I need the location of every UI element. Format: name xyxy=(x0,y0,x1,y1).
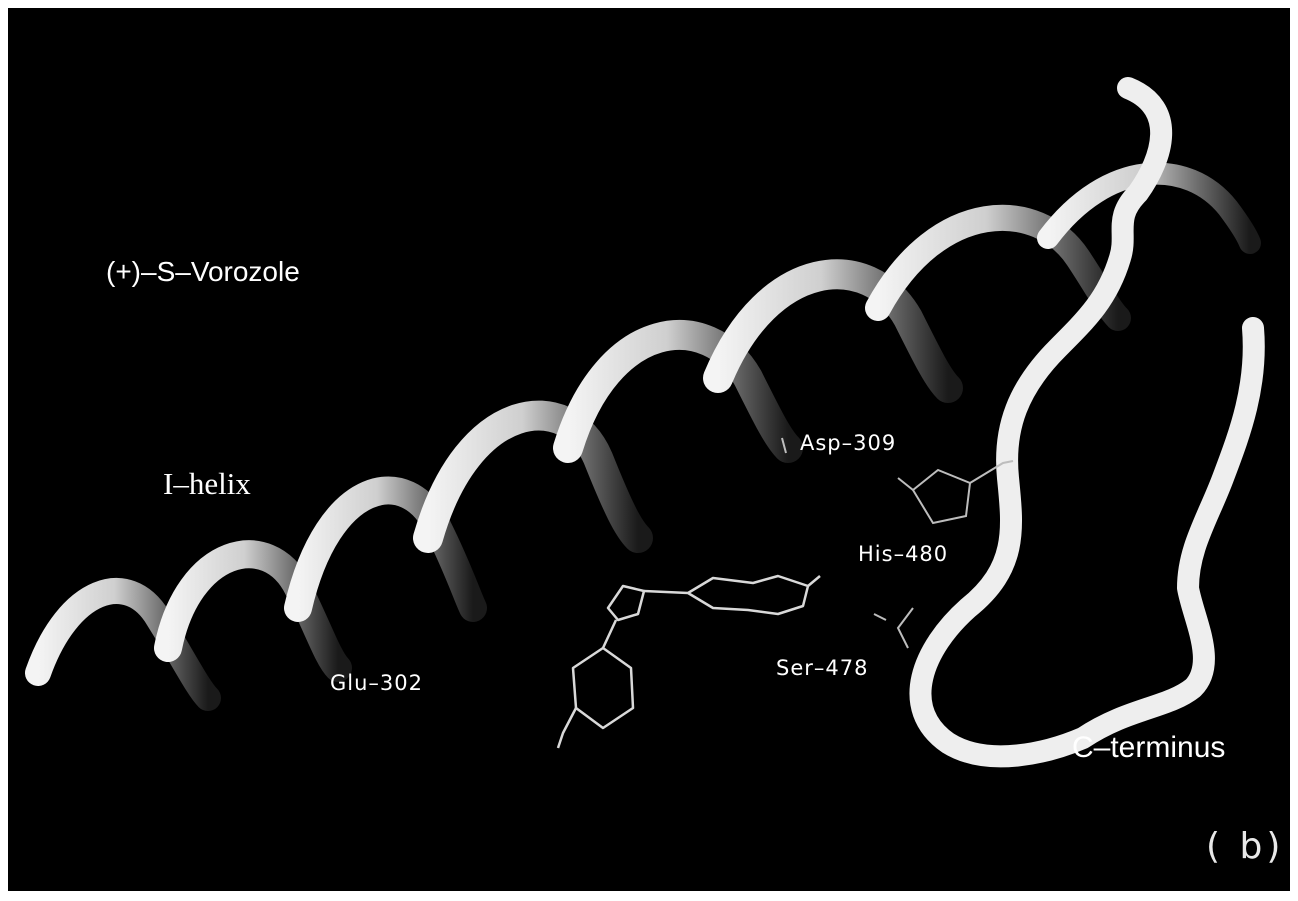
glu-302-label: Glu–302 xyxy=(330,671,423,695)
i-helix-ribbon xyxy=(38,174,1250,698)
figure-panel: (+)–S–Vorozole I–helix Glu–302 Asp–309 H… xyxy=(8,8,1290,891)
c-terminus-label: C–terminus xyxy=(1072,731,1225,765)
ser-478-label: Ser–478 xyxy=(776,656,868,680)
i-helix-label: I–helix xyxy=(163,466,251,502)
panel-letter: ( b) xyxy=(1206,826,1284,867)
his-480-label: His–480 xyxy=(858,542,948,566)
asp-309-label: Asp–309 xyxy=(800,431,896,455)
ligand-title: (+)–S–Vorozole xyxy=(106,256,300,288)
